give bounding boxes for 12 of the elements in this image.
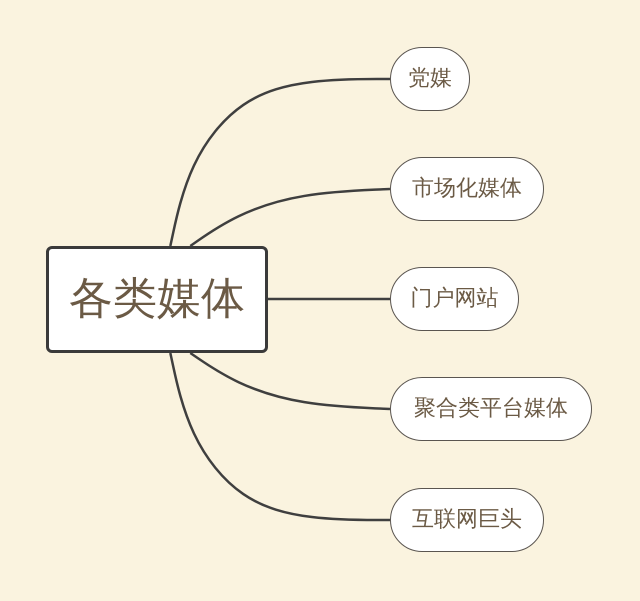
connector-line — [190, 352, 390, 410]
subtopic-text: 聚合类平台媒体 — [414, 396, 568, 422]
connector-line — [190, 188, 390, 248]
connector-line — [169, 352, 390, 522]
subtopic-text: 党媒 — [408, 66, 452, 92]
connector-line — [268, 298, 390, 300]
topic-box — [46, 246, 268, 353]
topic-text: 各类媒体 — [69, 274, 245, 325]
subtopic-text: 互联网巨头 — [412, 507, 522, 533]
subtopic-text: 市场化媒体 — [412, 176, 522, 202]
subtopic-text: 门户网站 — [410, 286, 498, 312]
connector-line — [169, 78, 390, 246]
